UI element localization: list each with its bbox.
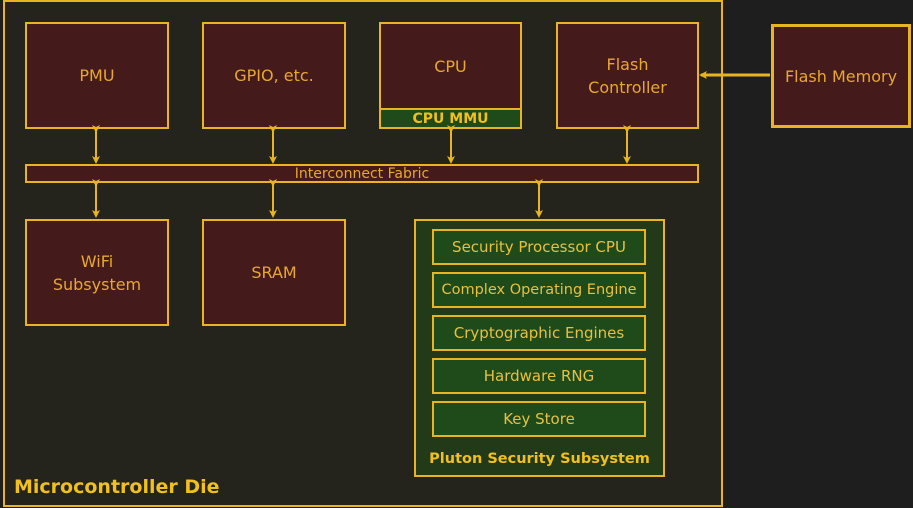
component-label: Security Processor CPU <box>452 238 626 256</box>
component-label: Hardware RNG <box>483 367 595 385</box>
pluton-label: Pluton Security Subsystem <box>429 451 650 467</box>
cpu-label: CPU <box>434 56 467 76</box>
pmu-block: PMU <box>25 22 169 129</box>
pluton-component: Cryptographic Engines <box>432 315 646 351</box>
pluton-component: Security Processor CPU <box>432 229 646 265</box>
flash-controller-block: Flash Controller <box>556 22 699 129</box>
die-label: Microcontroller Die <box>14 476 220 498</box>
sram-label: SRAM <box>251 263 297 282</box>
sram-block: SRAM <box>202 219 346 326</box>
pmu-label: PMU <box>79 66 115 85</box>
gpio-block: GPIO, etc. <box>202 22 346 129</box>
component-label: Cryptographic Engines <box>453 324 625 342</box>
flash-memory-block: Flash Memory <box>771 24 911 128</box>
component-label: Key Store <box>503 410 575 428</box>
flash-controller-label: Flash Controller <box>588 54 667 97</box>
wifi-block: WiFi Subsystem <box>25 219 169 326</box>
component-label: Complex Operating Engine <box>441 282 637 298</box>
interconnect-fabric: Interconnect Fabric <box>25 164 699 183</box>
pluton-component: Key Store <box>432 401 646 437</box>
pluton-component: Complex Operating Engine <box>432 272 646 308</box>
gpio-label: GPIO, etc. <box>234 66 314 85</box>
pluton-component: Hardware RNG <box>432 358 646 394</box>
wifi-label: WiFi Subsystem <box>52 251 142 294</box>
interconnect-label: Interconnect Fabric <box>294 165 430 182</box>
cpu-mmu-label: CPU MMU <box>412 110 489 127</box>
flash-memory-label: Flash Memory <box>784 66 898 86</box>
